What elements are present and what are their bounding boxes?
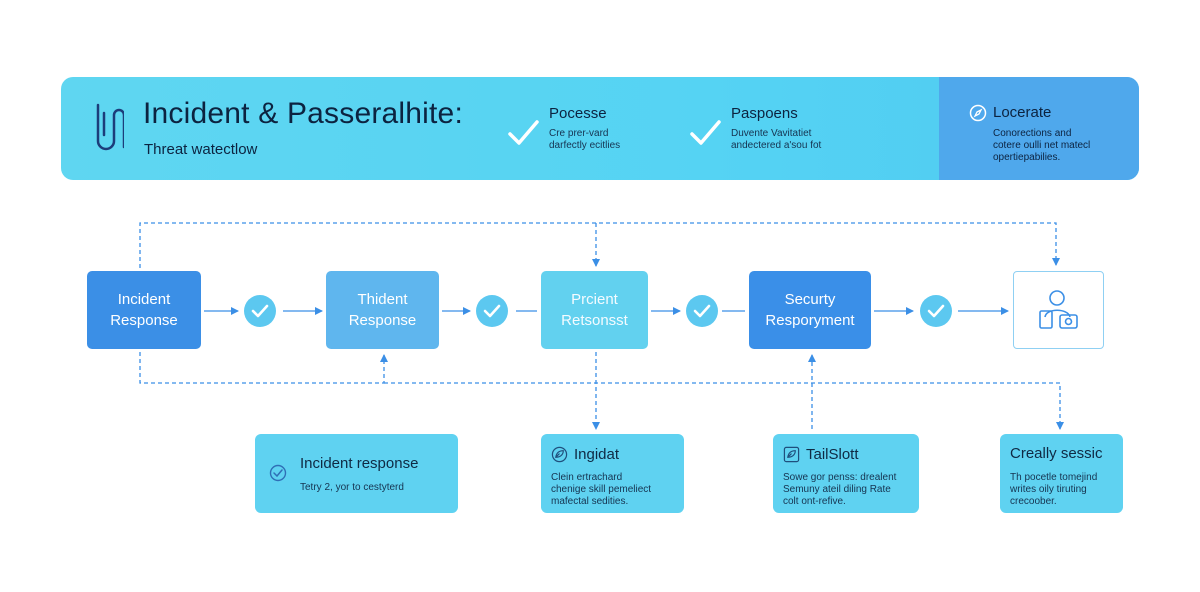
compass-circle-icon [969,104,987,122]
leaf-circle-icon [551,446,568,463]
leaf-square-icon [783,446,800,463]
feedback-loop-bottom [384,382,1064,430]
header-locate-text: Conorections and cotere oulli net matecl… [993,128,1091,163]
feedback-loop-top [139,222,1060,268]
detail-card-tailslott[interactable]: TailSlott Sowe gor penss: drealent Semun… [773,434,919,513]
check-circle-icon [269,464,287,482]
page-title: Incident & Passeralhite: [143,97,463,130]
card-text: Th pocetle tomejind writes oily tiruting… [1010,472,1098,507]
card-title: Creally sessic [1010,445,1103,462]
header-column-response: Paspoens Duvente Vavitatiet andectered a… [689,77,889,180]
card-title: Incident response [300,455,419,472]
header-column-title: Paspoens [731,105,798,122]
step-check-icon [244,295,276,327]
header-column-title: Pocesse [549,105,607,122]
card-text: Clein ertrachard chenige skill pemeliect… [551,472,652,507]
card-title: TailSlott [806,446,859,463]
logo-icon [96,103,124,151]
feedback-loop-bottom [139,352,388,384]
card-text: Tetry 2, yor to cestyterd [300,482,404,493]
card-title: Ingidat [574,446,620,463]
header-banner: Incident & Passeralhite: Threat watectlo… [61,77,1139,180]
step-check-icon [920,295,952,327]
header-locate-title: Locerate [993,104,1052,121]
flow-node-end[interactable] [1013,271,1104,349]
user-devices-icon [1038,290,1078,329]
step-check-icon [686,295,718,327]
step-check-icon [476,295,508,327]
checkmark-icon [508,120,539,145]
detail-card-incident-response[interactable]: Incident response Tetry 2, yor to cestyt… [255,434,458,513]
header-column-process: Pocesse Cre prer-vard darfectly ecitlies [507,77,707,180]
page-subtitle: Threat watectlow [144,141,258,158]
card-text: Sowe gor penss: drealent Semuny ateil di… [783,472,897,507]
header-locate-panel [939,77,1139,180]
header-column-text: Cre prer-vard darfectly ecitlies [549,128,621,151]
header-column-text: Duvente Vavitatiet andectered a'sou fot [731,128,822,151]
checkmark-icon [690,120,721,145]
detail-card-creally-sessic[interactable]: Creally sessic Th pocetle tomejind write… [1000,434,1123,513]
detail-card-ingidat[interactable]: Ingidat Clein ertrachard chenige skill p… [541,434,684,513]
